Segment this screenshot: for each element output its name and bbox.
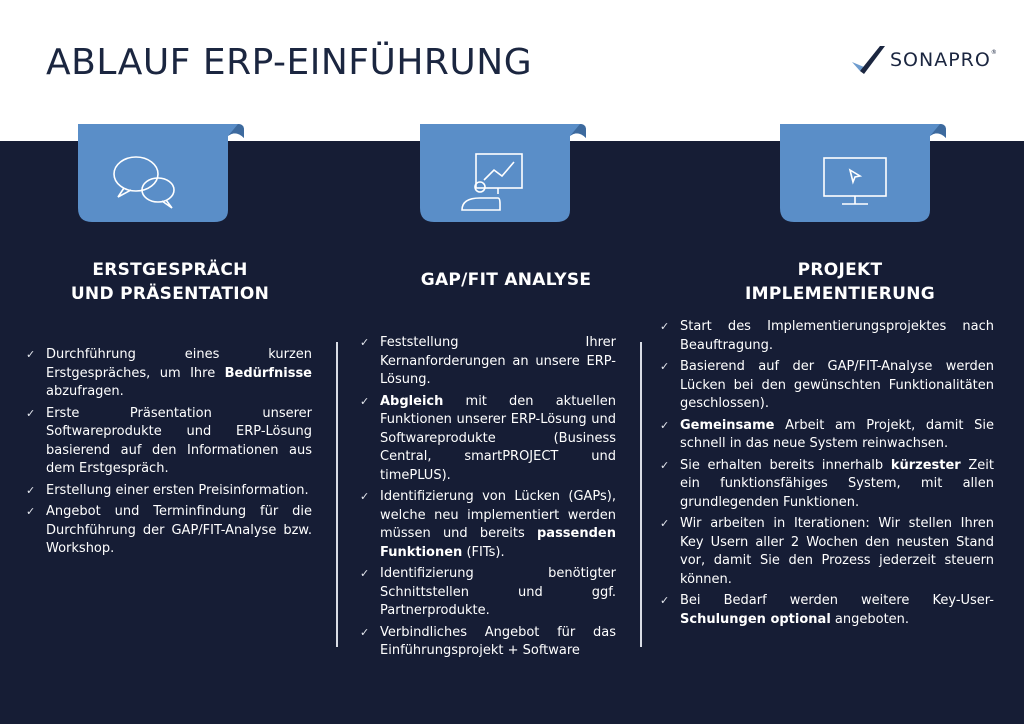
banner-erstgespraech	[78, 124, 244, 226]
list-erstgespraech: Durchführung eines kurzen Erstgespräches…	[26, 346, 312, 562]
banner-gapfit	[420, 124, 586, 226]
banner-implementierung	[780, 124, 946, 226]
presentation-board-icon	[461, 153, 523, 211]
list-item: Sie erhalten bereits innerhalb kürzester…	[660, 457, 994, 513]
list-item: Angebot und Terminfindung für die Durchf…	[26, 503, 312, 559]
column-divider	[336, 342, 338, 647]
column-title-gapfit: GAP/FIT ANALYSE	[420, 270, 592, 290]
monitor-cursor-icon	[823, 157, 887, 205]
list-item: Bei Bedarf werden weitere Key-User-Schul…	[660, 592, 994, 629]
checkmark-logo-icon	[852, 46, 885, 74]
list-item: Verbindliches Angebot für das Einführung…	[360, 624, 616, 661]
speech-bubbles-icon	[113, 156, 175, 209]
list-item: Wir arbeiten in Iterationen: Wir stellen…	[660, 515, 994, 589]
column-divider	[640, 342, 642, 647]
column-title-implementierung: PROJEKT IMPLEMENTIERUNG	[744, 260, 935, 304]
list-item: Basierend auf der GAP/FIT-Analyse werden…	[660, 358, 994, 414]
list-gapfit: Feststellung Ihrer Kernanforderungen an …	[360, 334, 616, 664]
list-item: Identifizierung von Lücken (GAPs), welch…	[360, 488, 616, 562]
list-item: Gemeinsame Arbeit am Projekt, damit Sie …	[660, 417, 994, 454]
list-item: Erste Präsentation unserer Softwareprodu…	[26, 405, 312, 479]
list-item: Durchführung eines kurzen Erstgespräches…	[26, 346, 312, 402]
list-item: Identifizierung benötigter Schnittstelle…	[360, 565, 616, 621]
list-item: Abgleich mit den aktuellen Funktionen un…	[360, 393, 616, 486]
list-item: Feststellung Ihrer Kernanforderungen an …	[360, 334, 616, 390]
list-implementierung: Start des Implementierungsprojektes nach…	[660, 318, 994, 632]
list-item: Start des Implementierungsprojektes nach…	[660, 318, 994, 355]
page-title: ABLAUF ERP-EINFÜHRUNG	[46, 42, 533, 83]
sonapro-logo: SONAPRO®	[850, 44, 1000, 76]
logo-text: SONAPRO®	[890, 49, 998, 71]
list-item: Erstellung einer ersten Preisinformation…	[26, 482, 312, 501]
column-title-erstgespraech: ERSTGESPRÄCH UND PRÄSENTATION	[70, 260, 270, 304]
